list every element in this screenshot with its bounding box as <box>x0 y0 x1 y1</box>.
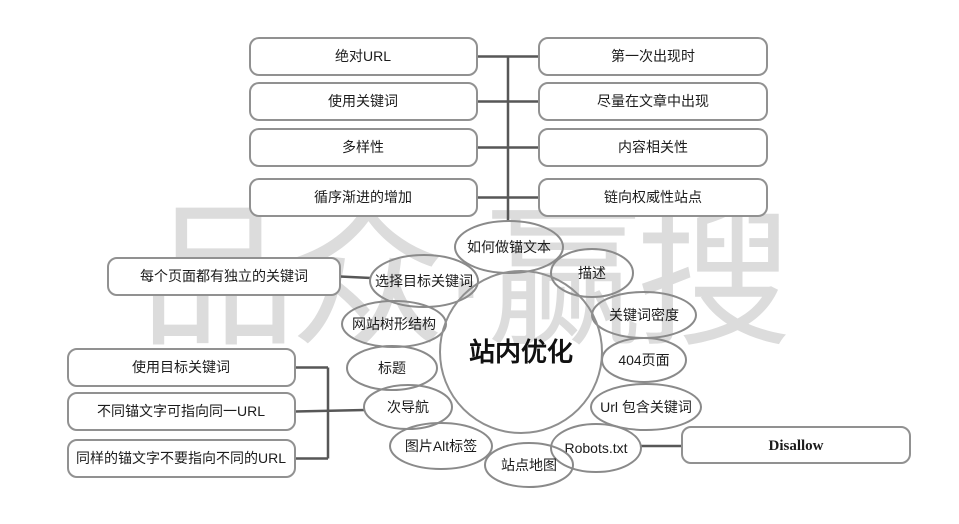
node-unique-keywords-per-page-label: 每个页面都有独立的关键词 <box>140 268 308 284</box>
node-same-anchor-different-url-label: 同样的锚文字不要指向不同的URL <box>76 450 286 466</box>
node-same-anchor-different-url <box>67 439 296 478</box>
node-first-appearance-label: 第一次出现时 <box>611 48 695 64</box>
node-site-tree-structure-label: 网站树形结构 <box>352 316 436 332</box>
node-absolute-url <box>249 37 478 76</box>
node-image-alt-tag-label: 图片Alt标签 <box>405 438 477 454</box>
node-link-authority-sites <box>538 178 768 217</box>
node-diversity-label: 多样性 <box>342 139 384 155</box>
node-content-relevance-label: 内容相关性 <box>618 139 688 155</box>
node-choose-target-keywords <box>369 254 479 308</box>
node-use-keywords-label: 使用关键词 <box>328 93 398 109</box>
anchor-text-left-group: 绝对URL 使用关键词 多样性 循序渐进的增加 <box>249 37 478 217</box>
center-topic-group: 站内优化 <box>439 270 603 434</box>
node-different-anchor-same-url-label: 不同锚文字可指向同一URL <box>97 403 265 419</box>
node-different-anchor-same-url <box>67 392 296 431</box>
node-robots-txt <box>550 423 642 473</box>
node-appear-in-article <box>538 82 768 121</box>
node-image-alt-tag <box>389 422 493 470</box>
node-link-authority-sites-label: 链向权威性站点 <box>604 189 702 205</box>
anchor-text-right-group: 第一次出现时 尽量在文章中出现 内容相关性 链向权威性站点 <box>538 37 768 217</box>
node-content-relevance <box>538 128 768 167</box>
nav-branch-group: 使用目标关键词 不同锚文字可指向同一URL 同样的锚文字不要指向不同的URL <box>67 348 296 478</box>
node-first-appearance <box>538 37 768 76</box>
node-diversity <box>249 128 478 167</box>
node-gradual-increase-label: 循序渐进的增加 <box>314 189 412 205</box>
node-404-page-label: 404页面 <box>618 352 669 368</box>
node-description-label: 描述 <box>578 265 606 281</box>
node-use-target-keywords-label: 使用目标关键词 <box>132 359 230 375</box>
node-how-to-anchor-text <box>454 220 564 274</box>
node-center-topic <box>439 270 603 434</box>
node-sitemap-label: 站点地图 <box>501 457 557 473</box>
node-description <box>550 248 634 298</box>
node-gradual-increase <box>249 178 478 217</box>
node-unique-keywords-per-page <box>107 257 341 296</box>
center-topic-label: 站内优化 <box>469 337 573 367</box>
node-keyword-density-label: 关键词密度 <box>609 307 679 323</box>
node-robots-txt-label: Robots.txt <box>564 440 627 456</box>
node-title-label: 标题 <box>378 360 406 376</box>
node-absolute-url-label: 绝对URL <box>335 48 391 64</box>
node-use-target-keywords <box>67 348 296 387</box>
keyword-branch-group: 每个页面都有独立的关键词 <box>107 257 341 296</box>
robots-branch-group: Disallow <box>681 426 911 464</box>
node-use-keywords <box>249 82 478 121</box>
node-url-contains-keywords-label: Url 包含关键词 <box>600 399 692 415</box>
node-sitemap <box>484 442 574 488</box>
connector-lines <box>294 55 682 460</box>
node-how-to-anchor-text-label: 如何做锚文本 <box>467 239 551 255</box>
node-url-contains-keywords <box>590 383 702 431</box>
node-disallow-label: Disallow <box>768 438 823 454</box>
node-choose-target-keywords-label: 选择目标关键词 <box>375 273 473 289</box>
node-disallow <box>681 426 911 464</box>
node-secondary-nav-label: 次导航 <box>387 399 429 415</box>
node-secondary-nav <box>363 384 453 430</box>
node-appear-in-article-label: 尽量在文章中出现 <box>597 93 709 109</box>
